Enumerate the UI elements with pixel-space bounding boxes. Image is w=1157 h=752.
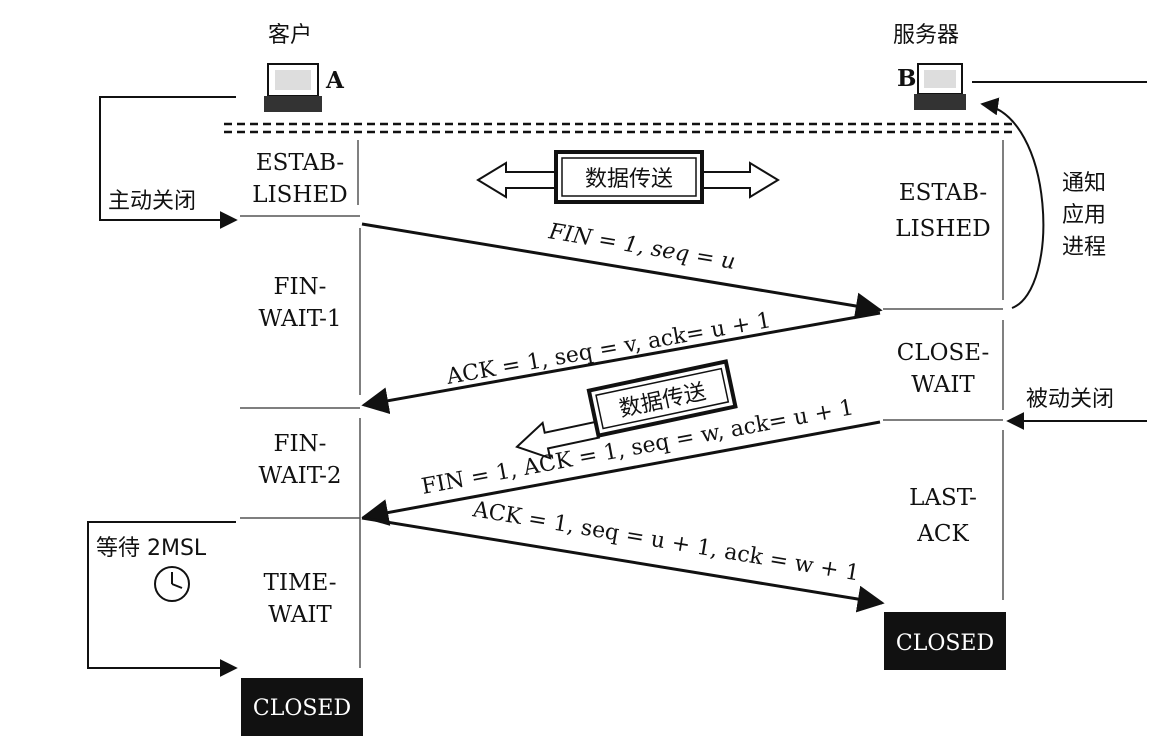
notify-app-arrow	[980, 97, 1045, 309]
client-state-finwait1-line2: WAIT-1	[259, 306, 342, 332]
wait-2msl-bracket	[87, 521, 238, 677]
fin1-label: FIN = 1, seq = u	[546, 219, 737, 275]
client-state-finwait2-line2: WAIT-2	[259, 463, 342, 489]
client-state-established-line1: ESTAB-	[256, 150, 344, 176]
data-transfer-top-label: 数据传送	[585, 167, 673, 192]
client-state-finwait2-line1: FIN-	[274, 431, 327, 457]
server-closed-box	[884, 612, 1006, 670]
ack2-label: ACK = 1, seq = u + 1, ack = w + 1	[470, 497, 861, 586]
notify-app-label-line3: 进程	[1062, 235, 1106, 260]
server-letter: B	[897, 65, 916, 92]
fin1-arrow	[361, 222, 883, 320]
ack1-arrow	[361, 311, 881, 415]
client-closed-box	[241, 678, 363, 736]
notify-app-label-line2: 应用	[1062, 203, 1106, 228]
computer-icon	[264, 63, 322, 112]
server-state-lastack-line2: ACK	[916, 521, 969, 547]
fin2-arrow	[361, 420, 881, 526]
client-state-finwait1-line1: FIN-	[274, 274, 327, 300]
active-close-label: 主动关闭	[108, 189, 196, 214]
client-state-established-line2: LISHED	[252, 182, 347, 208]
server-title: 服务器	[893, 23, 959, 48]
client-letter: A	[325, 67, 345, 94]
server-state-lastack-line1: LAST-	[909, 485, 977, 511]
active-close-bracket	[99, 96, 238, 229]
ack2-arrow	[361, 516, 885, 613]
server-state-closewait-line2: WAIT	[911, 372, 975, 398]
client-title: 客户	[268, 23, 312, 48]
client-state-timewait-line2: WAIT	[268, 602, 332, 628]
passive-close-label: 被动关闭	[1026, 387, 1114, 412]
client-state-closed: CLOSED	[253, 696, 351, 721]
server-state-established-line2: LISHED	[895, 216, 990, 242]
data-transfer-left-arrow: 数据传送	[515, 359, 738, 460]
server-state-established-line1: ESTAB-	[899, 180, 987, 206]
server-state-closed: CLOSED	[896, 631, 994, 656]
data-transfer-double-arrow	[476, 150, 780, 204]
computer-icon	[914, 63, 966, 110]
wait-2msl-label: 等待 2MSL	[96, 536, 207, 561]
server-state-closewait-line1: CLOSE-	[897, 340, 989, 366]
notify-app-label-line1: 通知	[1062, 171, 1106, 196]
clock-icon	[154, 566, 190, 602]
client-state-timewait-line1: TIME-	[264, 570, 337, 596]
